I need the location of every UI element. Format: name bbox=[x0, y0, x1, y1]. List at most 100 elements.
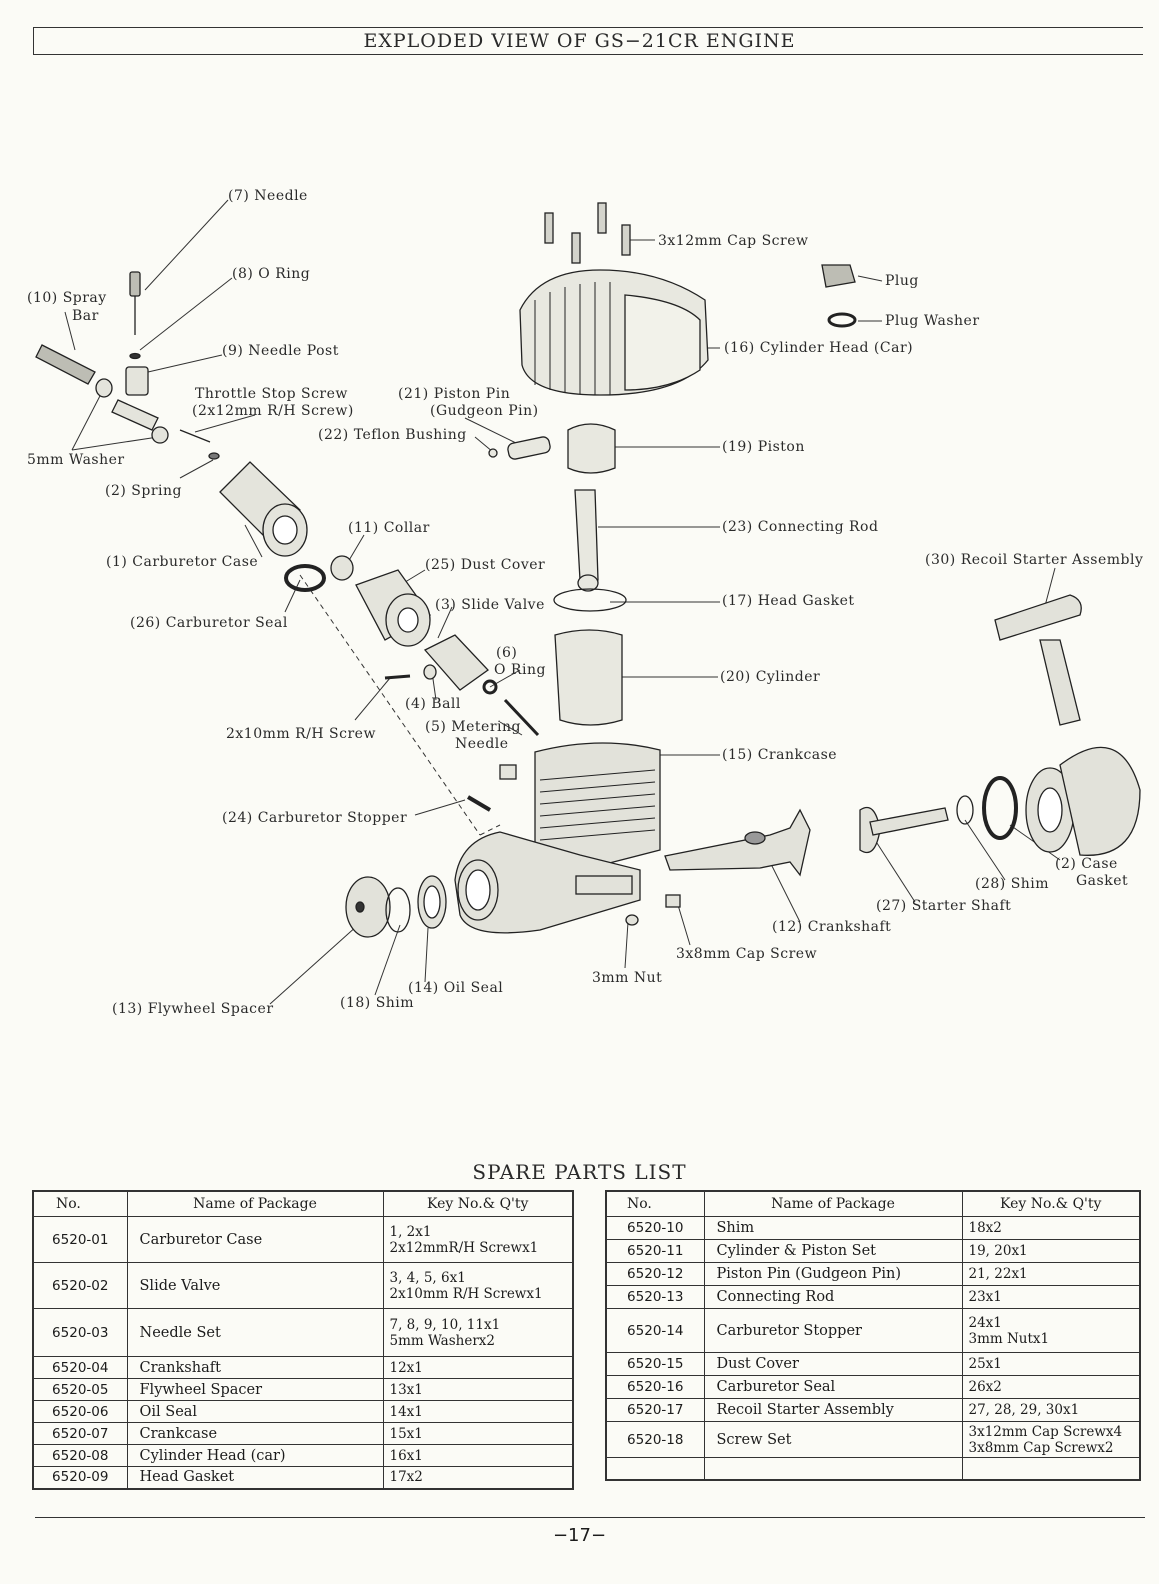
part-number: 6520-08 bbox=[32, 1444, 128, 1467]
label-case-gasket: (2) Case bbox=[1055, 856, 1118, 872]
label-recoil-starter: (30) Recoil Starter Assembly bbox=[925, 552, 1143, 568]
label-o-ring-8: (8) O Ring bbox=[232, 266, 310, 282]
package-name: Connecting Rod bbox=[703, 1285, 963, 1309]
part-number bbox=[605, 1457, 705, 1480]
package-name: Carburetor Case bbox=[126, 1216, 384, 1263]
label-shim-28: (28) Shim bbox=[975, 876, 1049, 892]
key-quantity: 16x1 bbox=[382, 1444, 574, 1467]
label-carburetor-stopper: (24) Carburetor Stopper bbox=[222, 810, 407, 826]
label-gudgeon-pin: (Gudgeon Pin) bbox=[430, 403, 539, 419]
header-rule-top bbox=[33, 27, 1143, 28]
part-number: 6520-13 bbox=[605, 1285, 705, 1309]
label-collar: (11) Collar bbox=[348, 520, 430, 536]
carburetor-parts bbox=[35, 271, 540, 812]
label-plug-washer: Plug Washer bbox=[885, 313, 980, 329]
part-number: 6520-14 bbox=[605, 1308, 705, 1353]
label-metering-needle: (5) Metering bbox=[425, 719, 521, 735]
cylinder-parts bbox=[488, 202, 857, 726]
label-5mm-washer: 5mm Washer bbox=[27, 452, 125, 468]
spare-parts-table-right: No. Name of Package Key No.& Q'ty 6520-1… bbox=[605, 1190, 1141, 1481]
key-quantity: 3, 4, 5, 6x1 2x10mm R/H Screwx1 bbox=[382, 1262, 574, 1309]
assembly-dashed-lines bbox=[299, 574, 501, 836]
package-name: Carburetor Stopper bbox=[703, 1308, 963, 1353]
label-oil-seal: (14) Oil Seal bbox=[408, 980, 503, 996]
part-number: 6520-09 bbox=[32, 1466, 128, 1489]
package-name: Piston Pin (Gudgeon Pin) bbox=[703, 1262, 963, 1286]
label-needle: (7) Needle bbox=[228, 188, 308, 204]
part-number: 6520-17 bbox=[605, 1398, 705, 1422]
label-head-gasket: (17) Head Gasket bbox=[722, 593, 855, 609]
package-name: Crankcase bbox=[126, 1422, 384, 1445]
package-name: Head Gasket bbox=[126, 1466, 384, 1489]
label-metering-needle-2: Needle bbox=[455, 736, 509, 752]
package-name: Flywheel Spacer bbox=[126, 1378, 384, 1401]
header-rule-left bbox=[33, 27, 34, 54]
key-quantity: 18x2 bbox=[961, 1216, 1141, 1240]
key-quantity: 15x1 bbox=[382, 1422, 574, 1445]
col-header-key: Key No.& Q'ty bbox=[382, 1190, 574, 1217]
label-connecting-rod: (23) Connecting Rod bbox=[722, 519, 878, 535]
key-quantity: 14x1 bbox=[382, 1400, 574, 1423]
key-quantity: 25x1 bbox=[961, 1352, 1141, 1376]
label-2x10mm-screw: 2x10mm R/H Screw bbox=[226, 726, 376, 742]
label-cylinder-head: (16) Cylinder Head (Car) bbox=[724, 340, 913, 356]
package-name: Oil Seal bbox=[126, 1400, 384, 1423]
col-header-name: Name of Package bbox=[126, 1190, 384, 1217]
crankcase-parts bbox=[345, 594, 1141, 938]
label-starter-shaft: (27) Starter Shaft bbox=[876, 898, 1011, 914]
part-number: 6520-07 bbox=[32, 1422, 128, 1445]
package-name: Crankshaft bbox=[126, 1356, 384, 1379]
key-quantity: 27, 28, 29, 30x1 bbox=[961, 1398, 1141, 1422]
spare-parts-title: SPARE PARTS LIST bbox=[472, 1160, 687, 1184]
part-number: 6520-11 bbox=[605, 1239, 705, 1263]
label-piston-pin: (21) Piston Pin bbox=[398, 386, 510, 402]
part-number: 6520-02 bbox=[32, 1262, 128, 1309]
label-piston: (19) Piston bbox=[722, 439, 805, 455]
key-quantity: 21, 22x1 bbox=[961, 1262, 1141, 1286]
label-throttle-stop-screw: Throttle Stop Screw bbox=[195, 386, 348, 402]
label-3mm-nut: 3mm Nut bbox=[592, 970, 662, 986]
part-number: 6520-04 bbox=[32, 1356, 128, 1379]
label-plug: Plug bbox=[885, 273, 919, 289]
part-number: 6520-03 bbox=[32, 1308, 128, 1357]
header-rule-bottom bbox=[33, 54, 1143, 55]
key-quantity: 12x1 bbox=[382, 1356, 574, 1379]
key-quantity: 26x2 bbox=[961, 1375, 1141, 1399]
label-spray-bar-2: Bar bbox=[72, 308, 99, 324]
package-name: Shim bbox=[703, 1216, 963, 1240]
key-quantity: 17x2 bbox=[382, 1466, 574, 1489]
label-spring: (2) Spring bbox=[105, 483, 182, 499]
label-cylinder: (20) Cylinder bbox=[720, 669, 820, 685]
label-ball: (4) Ball bbox=[405, 696, 461, 712]
key-quantity: 13x1 bbox=[382, 1378, 574, 1401]
page-number: −17− bbox=[552, 1525, 607, 1546]
key-quantity: 7, 8, 9, 10, 11x1 5mm Washerx2 bbox=[382, 1308, 574, 1357]
label-o-ring-6: O Ring bbox=[494, 662, 546, 678]
key-quantity bbox=[961, 1457, 1141, 1480]
package-name: Cylinder & Piston Set bbox=[703, 1239, 963, 1263]
label-dust-cover: (25) Dust Cover bbox=[425, 557, 545, 573]
label-flywheel-spacer: (13) Flywheel Spacer bbox=[112, 1001, 274, 1017]
label-shim-18: (18) Shim bbox=[340, 995, 414, 1011]
part-number: 6520-18 bbox=[605, 1421, 705, 1458]
label-3x12mm-cap-screw: 3x12mm Cap Screw bbox=[658, 233, 808, 249]
part-number: 6520-10 bbox=[605, 1216, 705, 1240]
key-quantity: 1, 2x1 2x12mmR/H Screwx1 bbox=[382, 1216, 574, 1263]
page-title: EXPLODED VIEW OF GS−21CR ENGINE bbox=[363, 30, 796, 52]
part-number: 6520-12 bbox=[605, 1262, 705, 1286]
col-header-no: No. bbox=[32, 1190, 128, 1217]
